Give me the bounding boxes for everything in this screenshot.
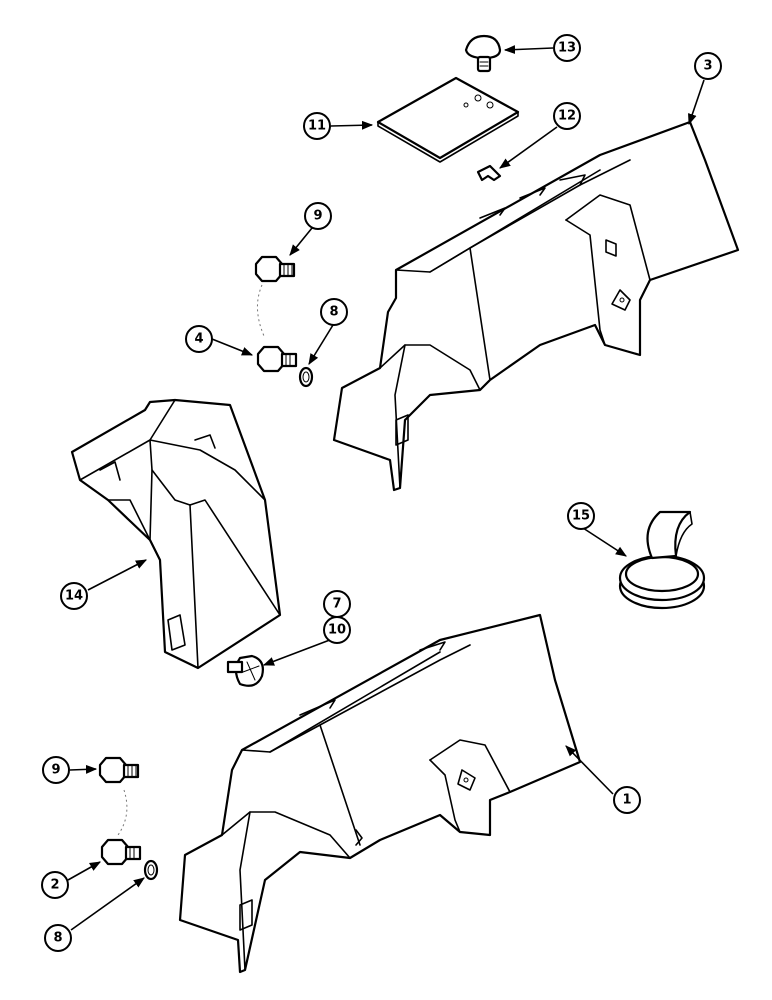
callout-12: 12: [553, 102, 581, 130]
part-1-lower-panel: [178, 613, 582, 974]
part-8-lower-washer: [143, 859, 159, 881]
part-15-tape-roll: [618, 510, 706, 610]
callout-8-lower-label: 8: [53, 931, 62, 946]
callout-2-label: 2: [50, 878, 59, 893]
callout-9-lower-label: 9: [51, 763, 60, 778]
callout-7-label: 7: [332, 597, 341, 612]
callout-11: 11: [303, 112, 331, 140]
part-2-bolt: [100, 838, 142, 866]
callout-2: 2: [41, 871, 69, 899]
callout-11-label: 11: [308, 119, 326, 134]
part-14-extension: [70, 398, 282, 670]
part-10-screw: [226, 654, 264, 687]
part-9-lower-bolt: [98, 756, 140, 836]
callout-3-label: 3: [703, 59, 712, 74]
callout-13-label: 13: [558, 41, 576, 56]
callout-15: 15: [567, 502, 595, 530]
callout-1-label: 1: [622, 793, 631, 808]
callout-8-upper-label: 8: [329, 305, 338, 320]
callout-8-upper: 8: [320, 298, 348, 326]
callout-14: 14: [60, 582, 88, 610]
callout-10: 10: [323, 616, 351, 644]
part-9-upper-bolt: [254, 255, 296, 337]
callout-13: 13: [553, 34, 581, 62]
callout-10-label: 10: [328, 623, 346, 638]
callout-4-label: 4: [194, 332, 203, 347]
part-12-clip: [476, 164, 502, 182]
callout-9-upper-label: 9: [313, 209, 322, 224]
part-8-upper-washer: [298, 366, 314, 388]
part-3-upper-panel: [332, 120, 740, 492]
callout-4: 4: [185, 325, 213, 353]
part-11-plate: [376, 76, 520, 163]
callout-9-upper: 9: [304, 202, 332, 230]
part-4-bolt: [256, 345, 298, 373]
callout-12-label: 12: [558, 109, 576, 124]
callout-8-lower: 8: [44, 924, 72, 952]
callout-1: 1: [613, 786, 641, 814]
callout-7: 7: [323, 590, 351, 618]
callout-9-lower: 9: [42, 756, 70, 784]
part-13-bolt: [464, 34, 502, 73]
leader-lines: [67, 45, 705, 931]
callout-15-label: 15: [572, 509, 590, 524]
callout-3: 3: [694, 52, 722, 80]
callout-14-label: 14: [65, 589, 83, 604]
